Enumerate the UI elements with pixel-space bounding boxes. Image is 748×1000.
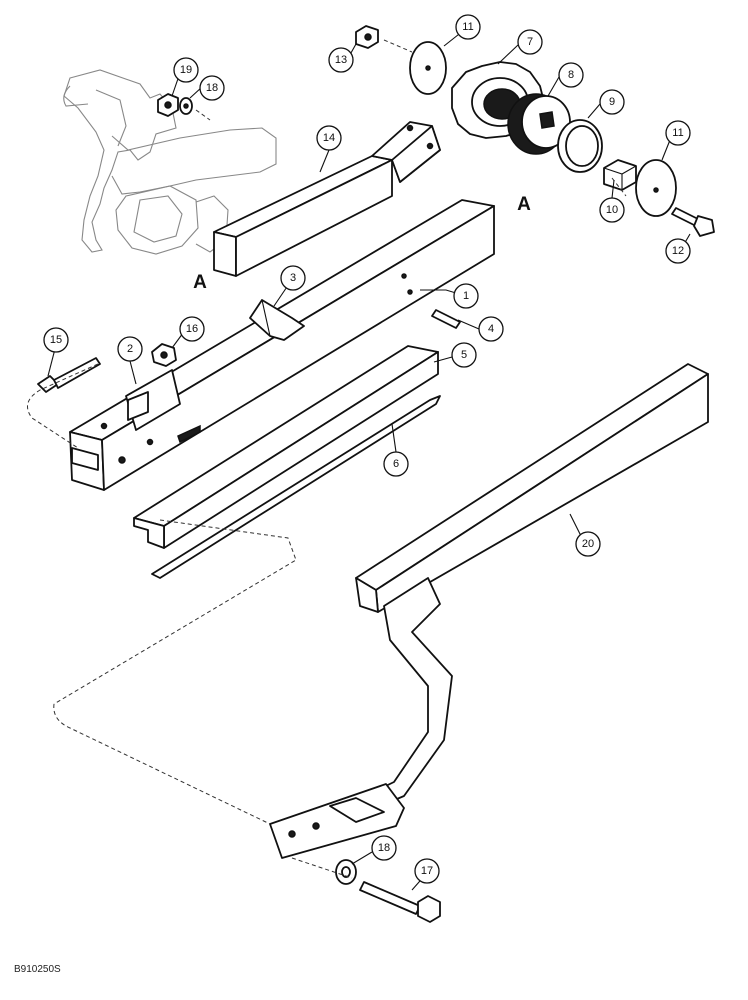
callout-label: 15	[50, 334, 62, 346]
callout-11-outer: 11	[665, 120, 691, 146]
part-20-drawbar	[269, 363, 709, 859]
callout-label: 17	[421, 865, 433, 877]
part-4-pin	[431, 309, 461, 329]
callout-13: 13	[328, 47, 354, 73]
callout-2: 2	[117, 336, 143, 362]
part-5-channel-tube	[133, 345, 439, 549]
callout-label: 14	[323, 132, 335, 144]
callout-19: 19	[173, 57, 199, 83]
part-3-clip	[249, 299, 305, 341]
callout-label: 4	[488, 323, 494, 335]
part-12-bolt	[671, 207, 715, 237]
callout-20: 20	[575, 531, 601, 557]
callout-8: 8	[558, 62, 584, 88]
callout-label: 18	[378, 842, 390, 854]
callout-label: 19	[180, 64, 192, 76]
part-2-plate	[127, 391, 149, 421]
part-16-nut	[151, 343, 177, 367]
callout-label: 2	[127, 343, 133, 355]
callout-3: 3	[280, 265, 306, 291]
callout-11-inner: 11	[455, 14, 481, 40]
callout-label: 11	[462, 21, 473, 33]
part-9-snap-ring	[557, 119, 603, 173]
part-14-telescoping-tube	[213, 121, 441, 277]
callout-label: 8	[568, 69, 574, 81]
callout-label: 16	[186, 323, 198, 335]
callout-label: 7	[527, 36, 533, 48]
callout-label: 6	[393, 458, 399, 470]
callout-label: 3	[290, 272, 296, 284]
callout-17: 17	[414, 858, 440, 884]
callout-label: 11	[672, 127, 683, 139]
callout-7: 7	[517, 29, 543, 55]
part-10-block	[603, 159, 637, 191]
callout-label: 12	[672, 245, 684, 257]
callout-label: 9	[609, 96, 615, 108]
callout-label: 13	[335, 54, 347, 66]
part-13-nut	[355, 25, 379, 49]
part-11-washer-outer	[635, 159, 677, 217]
part-15-bolt	[37, 357, 101, 393]
callout-9: 9	[599, 89, 625, 115]
callout-15: 15	[43, 327, 69, 353]
part-17-bolt	[359, 881, 441, 923]
part-18-washer-lower	[335, 859, 357, 885]
callout-12: 12	[665, 238, 691, 264]
callout-label: 1	[463, 290, 469, 302]
callout-6: 6	[383, 451, 409, 477]
section-marker-a-right: A	[517, 194, 531, 215]
part-19-nut	[157, 93, 179, 117]
section-marker-a-left: A	[193, 272, 207, 293]
callout-1: 1	[453, 283, 479, 309]
callout-10: 10	[599, 197, 625, 223]
callout-14: 14	[316, 125, 342, 151]
part-6-wear-strip	[151, 395, 441, 579]
callout-18-lower: 18	[371, 835, 397, 861]
callout-label: 18	[206, 82, 218, 94]
callout-18-upper: 18	[199, 75, 225, 101]
callout-label: 5	[461, 349, 467, 361]
callout-5: 5	[451, 342, 477, 368]
callout-16: 16	[179, 316, 205, 342]
callout-label: 10	[606, 204, 618, 216]
part-11-washer-inner	[409, 41, 447, 95]
callout-4: 4	[478, 316, 504, 342]
callout-label: 20	[582, 538, 594, 550]
figure-code: B910250S	[14, 964, 61, 975]
part-18-washer-upper	[179, 97, 193, 115]
